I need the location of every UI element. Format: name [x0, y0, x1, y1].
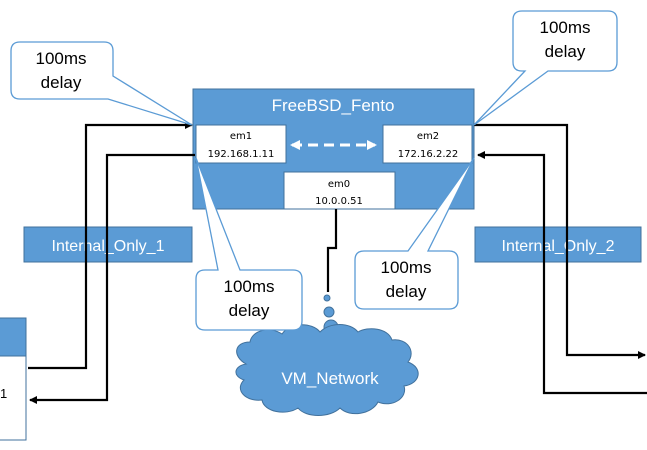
arrow-right-to-em2 [477, 151, 647, 395]
callout-bottom-right-line1: 100ms [380, 258, 431, 277]
bubble-medium [323, 306, 335, 318]
left-vm-box: 1 [0, 317, 27, 441]
connection-arrows [28, 121, 647, 404]
vm-network-label: VM_Network [281, 369, 379, 388]
em0-interface [283, 171, 396, 210]
router-box: FreeBSD_Fento em1 192.168.1.11 em2 172.1… [192, 88, 475, 210]
callout-bottom-left-line1: 100ms [223, 277, 274, 296]
callout-top-right: 100ms delay [473, 10, 618, 126]
callout-bottom-right: 100ms delay [354, 157, 475, 310]
callout-bottom-right-line2: delay [386, 282, 427, 301]
callout-bottom-left: 100ms delay [195, 157, 303, 331]
em1-interface [195, 124, 287, 164]
internal-only-2-label: Internal_Only_2 [502, 238, 615, 255]
callout-bottom-left-line2: delay [229, 301, 270, 320]
em2-ip: 172.16.2.22 [398, 149, 458, 160]
router-title: FreeBSD_Fento [272, 96, 395, 115]
bubble-small [323, 294, 331, 302]
em0-to-cloud-line [326, 209, 338, 292]
internal-only-2-box: Internal_Only_2 [474, 226, 642, 263]
em0-ip: 10.0.0.51 [315, 196, 363, 207]
arrow-em2-to-right [474, 123, 646, 359]
callout-top-left-line1: 100ms [35, 49, 86, 68]
em0-name: em0 [328, 179, 350, 190]
callout-top-left: 100ms delay [10, 41, 193, 126]
arrow-em1-to-left [29, 153, 195, 404]
em2-name: em2 [417, 131, 439, 142]
em1-ip: 192.168.1.11 [208, 149, 275, 160]
vm-network-cloud: VM_Network [235, 324, 419, 416]
arrow-left-to-em1 [28, 121, 193, 370]
left-edge-label: 1 [0, 386, 7, 401]
callout-top-right-line2: delay [545, 42, 586, 61]
callout-top-left-line2: delay [41, 73, 82, 92]
em1-name: em1 [230, 131, 252, 142]
em2-interface [382, 124, 473, 164]
callout-top-right-line1: 100ms [539, 18, 590, 37]
